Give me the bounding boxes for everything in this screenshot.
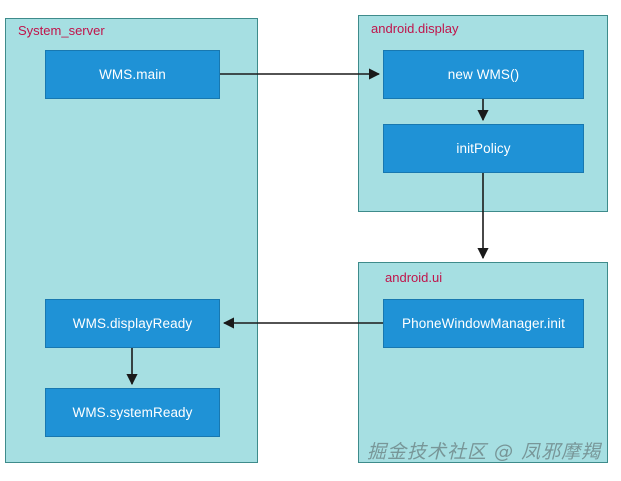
node-wms-main[interactable]: WMS.main (45, 50, 220, 99)
group-label-android-display: android.display (371, 21, 459, 36)
watermark-text: 掘金技术社区 @ 凤邪摩羯 (367, 441, 602, 463)
group-android-ui (358, 262, 608, 463)
group-android-display (358, 15, 608, 212)
node-wms-display-ready[interactable]: WMS.displayReady (45, 299, 220, 348)
node-init-policy[interactable]: initPolicy (383, 124, 584, 173)
node-wms-system-ready[interactable]: WMS.systemReady (45, 388, 220, 437)
group-label-android-ui: android.ui (385, 270, 443, 285)
group-label-system-server: System_server (18, 23, 105, 38)
node-phone-window-manager-init[interactable]: PhoneWindowManager.init (383, 299, 584, 348)
node-new-wms[interactable]: new WMS() (383, 50, 584, 99)
